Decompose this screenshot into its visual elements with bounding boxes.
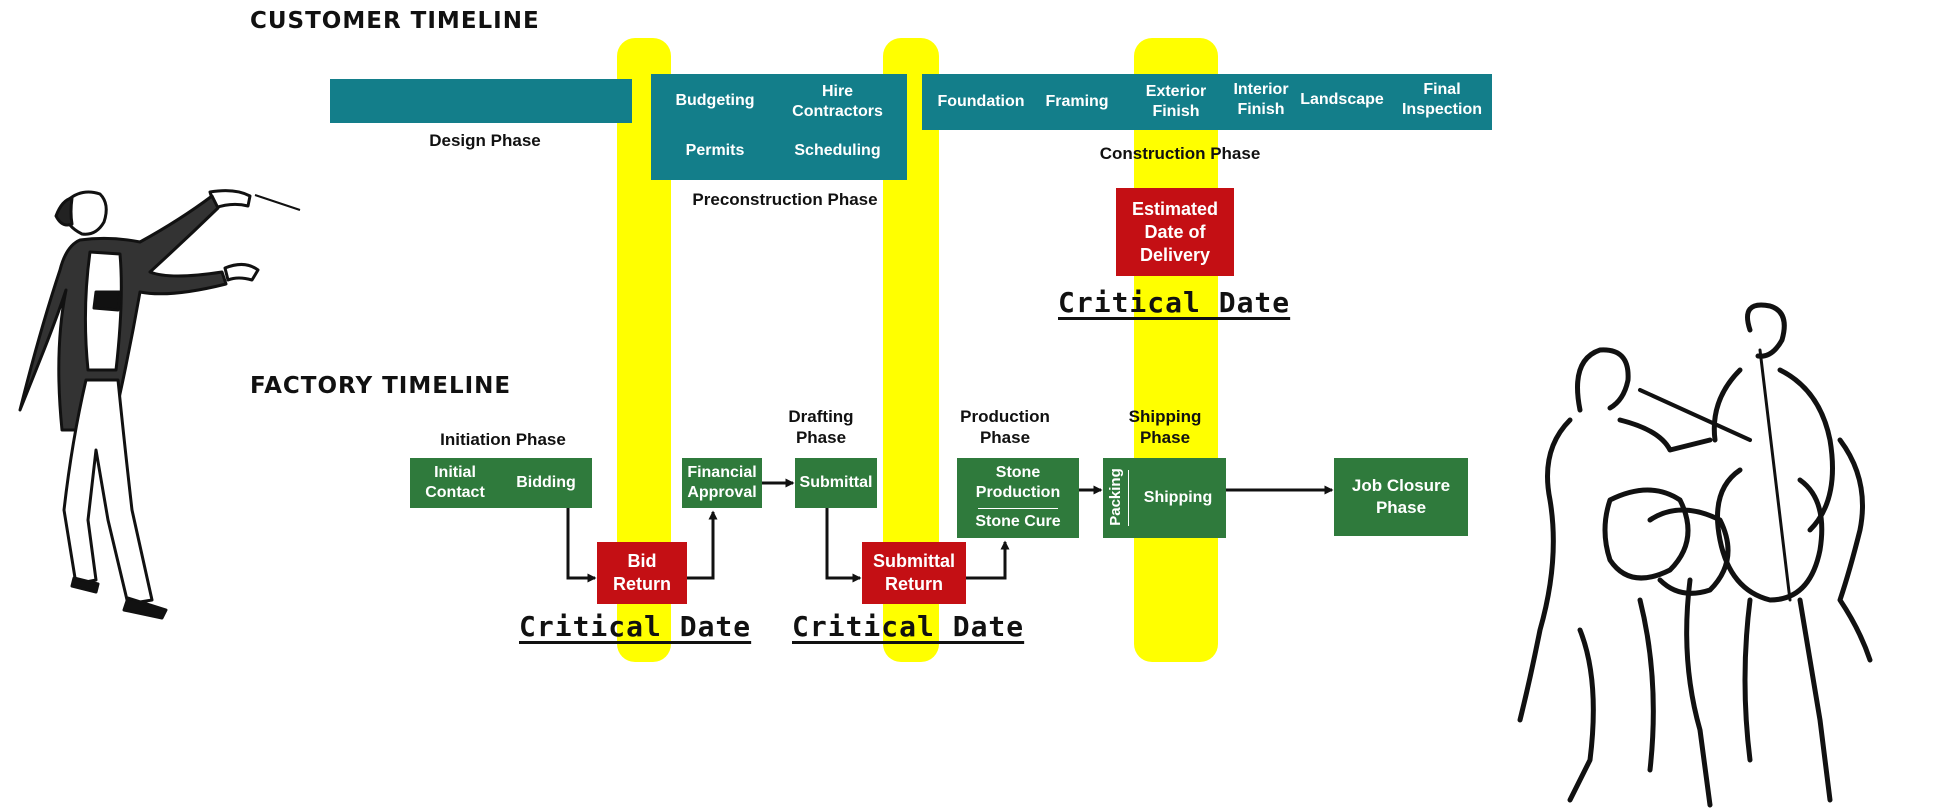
- stone-cure-label: Stone Cure: [975, 513, 1061, 530]
- initiation-block: [410, 458, 592, 508]
- arrow-submittal-to-return: [825, 508, 862, 583]
- critical-date-submittal: Critical Date: [792, 610, 1025, 643]
- packing-divider: [1128, 470, 1129, 526]
- shipping-label: Shipping: [1143, 489, 1213, 506]
- landscape-label: Landscape: [1300, 91, 1384, 108]
- permits-label: Permits: [685, 142, 745, 159]
- submittal-return-box: Submittal Return: [862, 542, 966, 604]
- construction-phase-label: Construction Phase: [1099, 144, 1261, 163]
- production-block: [957, 458, 1079, 538]
- drafting-phase-label: Drafting Phase: [788, 407, 854, 447]
- musicians-illustration: [1517, 302, 1873, 808]
- interior-finish-label: Interior Finish: [1233, 81, 1289, 118]
- critical-date-bid: Critical Date: [519, 610, 752, 643]
- hire-contractors-label: Hire Contractors: [792, 83, 883, 120]
- shipping-block: [1103, 458, 1226, 538]
- production-divider: [978, 508, 1058, 509]
- preconstruction-block: [651, 74, 907, 180]
- final-inspection-label: Final Inspection: [1401, 81, 1482, 118]
- arrow-return-to-production: [966, 540, 1010, 580]
- production-phase-label: Production Phase: [960, 407, 1050, 447]
- job-closure-box: Job Closure Phase: [1334, 458, 1468, 536]
- conductor-illustration: [18, 189, 301, 620]
- arrow-bidding-to-bid-return: [566, 508, 597, 583]
- scheduling-label: Scheduling: [794, 142, 881, 159]
- construction-phase-bar: [922, 74, 1492, 130]
- bid-return-box: Bid Return: [597, 542, 687, 604]
- preconstruction-phase-label: Preconstruction Phase: [692, 190, 878, 209]
- submittal-box: Submittal: [795, 458, 877, 508]
- bidding-label: Bidding: [516, 474, 576, 491]
- customer-timeline-heading: CUSTOMER TIMELINE: [250, 8, 540, 34]
- design-phase-label: Design Phase: [429, 131, 541, 150]
- shipping-phase-label: Shipping Phase: [1128, 407, 1202, 447]
- arrow-bid-return-to-financial: [687, 510, 718, 580]
- budgeting-label: Budgeting: [675, 92, 755, 109]
- highlight-column-delivery: [1134, 38, 1218, 662]
- initiation-phase-label: Initiation Phase: [440, 430, 566, 449]
- exterior-finish-label: Exterior Finish: [1145, 83, 1207, 120]
- framing-label: Framing: [1045, 93, 1109, 110]
- initial-contact-label: Initial Contact: [425, 464, 485, 501]
- factory-timeline-heading: FACTORY TIMELINE: [250, 373, 512, 399]
- stone-production-label: Stone Production: [975, 464, 1061, 501]
- critical-date-delivery: Critical Date: [1058, 286, 1291, 319]
- design-phase-bar: [330, 79, 632, 123]
- financial-approval-box: Financial Approval: [682, 458, 762, 508]
- estimated-delivery-box: Estimated Date of Delivery: [1116, 188, 1234, 276]
- foundation-label: Foundation: [937, 93, 1025, 110]
